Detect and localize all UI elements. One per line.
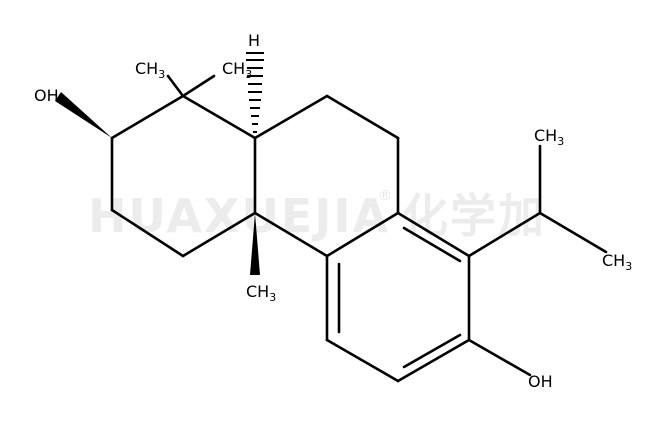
label-oh-top: OH [34,86,59,105]
bond-c4-c10 [181,211,257,258]
watermark: HUAXUEJIA ® 化学加 [88,188,546,243]
bond-c3-c4 [110,208,185,258]
bond-c12-c11 [325,338,400,383]
bond-c13-c12-inner [402,333,462,369]
bond-c9-c8 [325,211,400,258]
bond-c14-ch [467,211,542,258]
label-oh-bottom: OH [528,372,553,391]
bond-c13-oh [467,338,532,377]
wedge-bond-c2-oh [55,92,112,138]
bond-c1-ch3-left [166,74,185,98]
label-ch3-iso-top: CH3 [534,126,564,148]
label-ch3-gem-right: CH3 [222,59,252,81]
bond-c8-c14-inner [402,226,462,263]
watermark-text: HUAXUEJIA [88,189,390,243]
bond-c1-c2 [110,94,185,140]
bond-c5-c1 [181,94,257,140]
hashed-bond-c5-h [246,52,264,133]
bond-c13-c12 [396,338,471,383]
wedge-bond-c10-ch3 [250,213,260,275]
label-h-top: H [248,31,260,50]
bond-c8-c14 [396,211,471,258]
watermark-chinese: 化学加 [402,189,546,243]
bond-c1-ch3-right [181,74,216,98]
label-ch3-angular: CH3 [246,282,276,304]
label-ch3-iso-right: CH3 [602,251,632,273]
bond-c5-c6 [253,94,329,140]
bond-c10-c9 [253,211,329,258]
watermark-registered-mark: ® [378,188,392,204]
label-ch3-gem-left: CH3 [135,59,165,81]
bond-ch-ch3-right [538,211,608,254]
bond-c6-c7 [325,94,400,140]
